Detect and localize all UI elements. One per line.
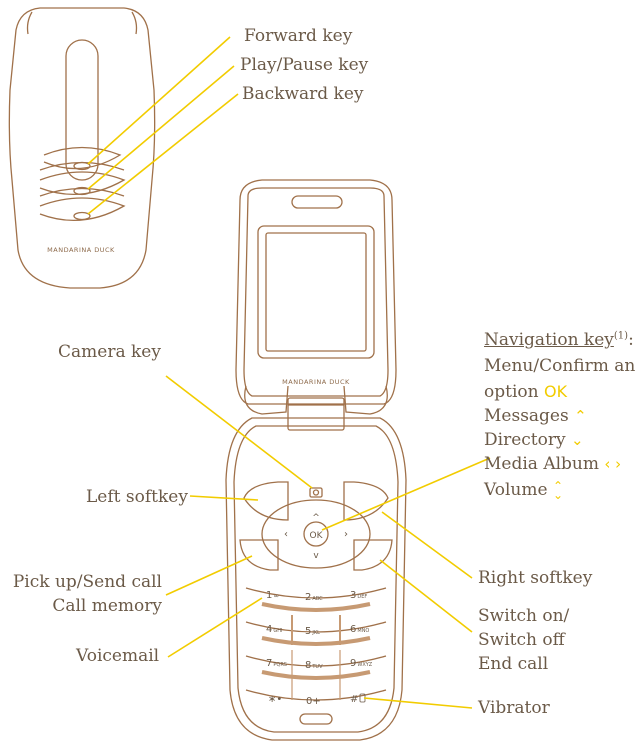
label-vibrator: Vibrator (478, 698, 550, 718)
keypad-body (225, 417, 407, 741)
closed-media-key-forward (43, 146, 122, 170)
label-switch-on: Switch on/ (478, 606, 570, 626)
callout-left-softkey (189, 495, 259, 501)
ok-glyph: OK (543, 382, 568, 401)
label-pickup-send-call: Pick up/Send call (12, 572, 162, 592)
label-forward-key: Forward key (244, 26, 353, 46)
microphone (299, 713, 333, 725)
label-option: option OK (484, 382, 568, 402)
label-left-softkey: Left softkey (86, 487, 188, 507)
keypad-row-1 (245, 587, 387, 599)
key-7[interactable]: 7PQRS (266, 658, 287, 669)
closed-phone-body (8, 7, 156, 289)
key-0[interactable]: 0+ (306, 696, 321, 707)
ok-key-label: OK (310, 531, 324, 541)
up-down-arrows-icon: ⌃⌄ (552, 478, 563, 502)
callout-vibrator (363, 697, 473, 709)
key-3[interactable]: 3DEF (350, 590, 367, 601)
closed-phone-hinge-right (131, 11, 138, 35)
label-directory: Directory ⌄ (484, 430, 584, 450)
closed-phone (8, 7, 156, 289)
end-call-key[interactable] (353, 539, 393, 571)
label-messages: Messages ⌃ (484, 406, 587, 426)
key-5[interactable]: 5JKL (305, 626, 320, 637)
keypad-row-3 (245, 655, 387, 667)
ok-key[interactable] (303, 521, 329, 547)
right-softkey[interactable] (343, 481, 389, 521)
keypad-row-2 (245, 621, 387, 633)
key-2[interactable]: 2ABC (305, 592, 323, 603)
hinge-right (343, 385, 388, 415)
up-arrow-icon: ⌃ (574, 407, 587, 425)
closed-media-key-backward (39, 197, 126, 222)
callout-switch (379, 559, 473, 633)
callout-messages (321, 457, 491, 531)
open-phone-upper (235, 179, 397, 431)
key-4[interactable]: 4GHI (266, 624, 282, 635)
label-camera-key: Camera key (58, 342, 161, 362)
closed-phone-hinge-left (26, 11, 33, 35)
callout-right-softkey (381, 511, 473, 579)
navigation-key[interactable] (261, 499, 371, 569)
camera-key[interactable] (309, 487, 323, 498)
callout-pickup (165, 555, 253, 596)
key-8[interactable]: 8TUV (305, 660, 323, 671)
open-phone-lid (235, 179, 397, 405)
nav-arrow-down: v (313, 551, 319, 561)
callout-backward (87, 93, 239, 215)
closed-phone-brand: MANDARINA DUCK (47, 246, 115, 254)
earpiece (291, 195, 343, 209)
key-6[interactable]: 6MNO (350, 624, 369, 635)
label-menu-confirm: Menu/Confirm an (484, 356, 636, 376)
label-right-softkey: Right softkey (478, 568, 593, 588)
screen (265, 232, 367, 352)
left-right-arrows-icon: ‹ › (604, 455, 622, 473)
nav-arrow-right: › (344, 529, 348, 540)
nav-arrow-left: ‹ (284, 529, 288, 540)
nav-arrow-up: ^ (312, 513, 320, 523)
label-play-pause-key: Play/Pause key (240, 55, 369, 75)
callout-lines (87, 36, 491, 709)
closed-media-key-play (39, 171, 126, 196)
hinge-center (287, 397, 345, 431)
play-pause-key[interactable] (73, 186, 91, 196)
label-backward-key: Backward key (242, 84, 364, 104)
key-1[interactable]: 1∞ (266, 590, 279, 601)
hinge-left (244, 385, 289, 415)
label-navigation-key: Navigation key(1): (484, 330, 634, 350)
keypad-glyphs: OK ^ v ‹ › 1∞ 2ABC 3DEF 4GHI 5JKL 6MNO 7… (266, 513, 373, 707)
label-voicemail: Voicemail (76, 646, 160, 666)
key-star[interactable]: ∗• (268, 694, 282, 705)
forward-key[interactable] (73, 161, 91, 171)
keypad-row-4 (245, 689, 387, 701)
down-arrow-icon: ⌄ (570, 431, 584, 449)
label-media-album: Media Album ‹ › (484, 454, 622, 474)
send-call-key[interactable] (239, 539, 279, 571)
label-volume: Volume ⌃⌄ (484, 478, 563, 502)
left-softkey[interactable] (243, 481, 289, 521)
callout-forward (87, 36, 231, 165)
closed-phone-window (65, 39, 99, 181)
key-hash[interactable]: # (350, 694, 358, 705)
open-phone-lower (225, 417, 407, 741)
backward-key[interactable] (73, 211, 91, 221)
callout-voicemail (167, 597, 263, 658)
label-call-memory: Call memory (52, 596, 162, 616)
callout-camera (165, 375, 313, 489)
key-9[interactable]: 9WXYZ (350, 658, 373, 669)
inner-brand: MANDARINA DUCK (282, 378, 350, 386)
label-switch-off: Switch off (478, 630, 565, 650)
callout-play-pause (87, 65, 235, 190)
label-end-call: End call (478, 654, 549, 674)
